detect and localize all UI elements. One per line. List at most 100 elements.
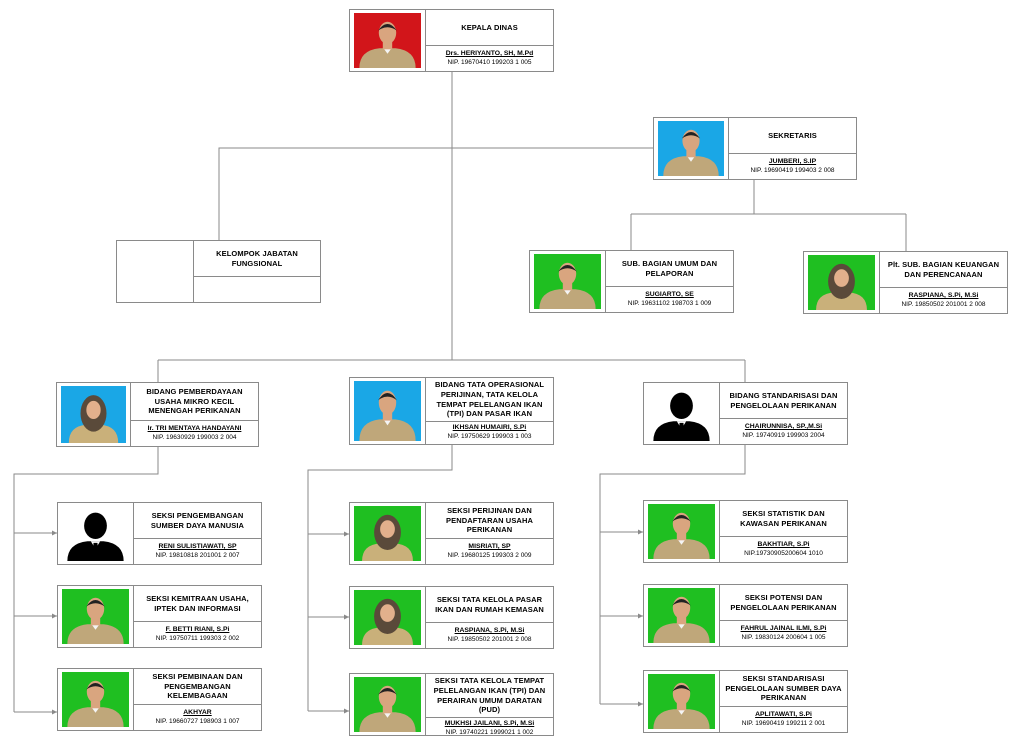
silhouette-portrait-icon [62,506,129,561]
seksi-sdm-name: RENI SULISTIAWATI, SP [158,542,237,550]
sub-bagian-umum-box[interactable]: SUB. BAGIAN UMUM DAN PELAPORAN SUGIARTO,… [529,250,734,313]
seksi-pasar-ikan-name: RASPIANA, S.Pi, M.Si [454,626,525,634]
official-portrait-icon [354,381,421,441]
bidang-standarisasi-box[interactable]: BIDANG STANDARISASI DAN PENGELOLAAN PERI… [643,382,848,445]
bidang-tata-operasional-name: IKHSAN HUMAIRI, S.Pi [452,424,527,432]
connector-fungsional [218,147,452,240]
official-portrait-icon [354,677,421,732]
seksi-pasar-ikan-box[interactable]: SEKSI TATA KELOLA PASAR IKAN DAN RUMAH K… [349,586,554,649]
seksi-standarisasi-box[interactable]: SEKSI STANDARISASI PENGELOLAAN SUMBER DA… [643,670,848,733]
bidang-pemberdayaan-nip: NIP. 19630929 199003 2 004 [152,433,237,441]
fungsional-photo-placeholder [117,241,194,302]
seksi-potensi-name: FAHRUL JAINAL ILMI, S.Pi [740,624,827,632]
seksi-tpi-title: SEKSI TATA KELOLA TEMPAT PELELANGAN IKAN… [426,674,553,718]
seksi-standarisasi-nip: NIP. 19690419 199211 2 001 [741,719,826,727]
seksi-pembinaan-title: SEKSI PEMBINAAN DAN PENGEMBANGAN KELEMBA… [134,669,261,705]
fungsional-meta-empty [194,277,320,302]
fungsional-box[interactable]: KELOMPOK JABATAN FUNGSIONAL [116,240,321,303]
sub-bagian-keuangan-name: RASPIANA, S.Pi, M.Si [908,291,979,299]
silhouette-portrait-icon [648,386,715,441]
hijab-portrait-icon [808,255,875,310]
hijab-portrait-icon [354,506,421,561]
bidang-tata-operasional-nip: NIP. 19750629 199903 1 003 [447,433,532,441]
seksi-potensi-nip: NIP. 19830124 200604 1 005 [741,633,826,641]
seksi-perijinan-nip: NIP. 19680125 199303 2 009 [447,551,532,559]
bidang-standarisasi-photo [644,383,720,444]
sub-bagian-umum-name: SUGIARTO, SE [645,290,694,298]
seksi-sdm-photo [58,503,134,564]
connector-bidang2-seksi [307,445,453,711]
connector-bidang3-seksi [599,445,746,704]
sub-bagian-keuangan-photo [804,252,880,313]
sub-bagian-keuangan-title: Plt. SUB. BAGIAN KEUANGAN DAN PERENCANAA… [880,252,1007,288]
hijab-portrait-icon [354,590,421,645]
seksi-tpi-photo [350,674,426,735]
seksi-standarisasi-name: APLITAWATI, S.Pi [755,710,812,718]
seksi-pembinaan-name: AKHYAR [183,708,212,716]
bidang-standarisasi-name: CHAIRUNNISA, SP.,M.Si [744,422,823,430]
seksi-perijinan-photo [350,503,426,564]
seksi-kemitraan-photo [58,586,134,647]
seksi-perijinan-name: MISRIATI, SP [468,542,511,550]
seksi-statistik-name: BAKHTIAR, S.Pi [757,540,810,548]
bidang-pemberdayaan-title: BIDANG PEMBERDAYAAN USAHA MIKRO KECIL ME… [131,383,258,421]
seksi-potensi-photo [644,585,720,646]
official-portrait-icon [648,674,715,729]
seksi-pasar-ikan-nip: NIP. 19850502 201001 2 008 [447,635,532,643]
bidang-tata-operasional-box[interactable]: BIDANG TATA OPERASIONAL PERIJINAN, TATA … [349,377,554,445]
fungsional-title: KELOMPOK JABATAN FUNGSIONAL [194,241,320,277]
seksi-standarisasi-photo [644,671,720,732]
seksi-pembinaan-box[interactable]: SEKSI PEMBINAAN DAN PENGEMBANGAN KELEMBA… [57,668,262,731]
official-portrait-icon [658,121,724,176]
sub-bagian-keuangan-box[interactable]: Plt. SUB. BAGIAN KEUANGAN DAN PERENCANAA… [803,251,1008,314]
seksi-potensi-box[interactable]: SEKSI POTENSI DAN PENGELOLAAN PERIKANAN … [643,584,848,647]
kepala-dinas-name: Drs. HERIYANTO, SH, M.Pd [445,49,534,57]
official-portrait-icon [648,504,715,559]
sub-bagian-keuangan-nip: NIP. 19850502 201001 2 008 [901,300,986,308]
sub-bagian-umum-title: SUB. BAGIAN UMUM DAN PELAPORAN [606,251,733,287]
sekretaris-title: SEKRETARIS [729,118,856,154]
seksi-kemitraan-nip: NIP. 19750711 199303 2 002 [155,634,240,642]
bidang-pemberdayaan-name: Ir. TRI MENTAYA HANDAYANI [147,424,242,432]
seksi-statistik-title: SEKSI STATISTIK DAN KAWASAN PERIKANAN [720,501,847,537]
seksi-sdm-box[interactable]: SEKSI PENGEMBANGAN SUMBER DAYA MANUSIA R… [57,502,262,565]
seksi-sdm-title: SEKSI PENGEMBANGAN SUMBER DAYA MANUSIA [134,503,261,539]
kepala-dinas-title: KEPALA DINAS [426,10,553,46]
seksi-kemitraan-box[interactable]: SEKSI KEMITRAAN USAHA, IPTEK DAN INFORMA… [57,585,262,648]
seksi-standarisasi-title: SEKSI STANDARISASI PENGELOLAAN SUMBER DA… [720,671,847,707]
bidang-pemberdayaan-box[interactable]: BIDANG PEMBERDAYAAN USAHA MIKRO KECIL ME… [56,382,259,447]
sekretaris-photo [654,118,729,179]
sub-bagian-umum-photo [530,251,606,312]
official-portrait-icon [62,672,129,727]
seksi-perijinan-box[interactable]: SEKSI PERIJINAN DAN PENDAFTARAN USAHA PE… [349,502,554,565]
seksi-kemitraan-name: F. BETTI RIANI, S.Pi [165,625,230,633]
kepala-dinas-nip: NIP. 19670410 199203 1 005 [447,58,532,66]
connector-bidang1-seksi [13,447,159,712]
seksi-sdm-nip: NIP. 19810818 201001 2 007 [155,551,240,559]
sub-bagian-umum-nip: NIP. 19631102 198703 1 009 [627,299,712,307]
seksi-perijinan-title: SEKSI PERIJINAN DAN PENDAFTARAN USAHA PE… [426,503,553,539]
official-portrait-icon [648,588,715,643]
official-portrait-icon [534,254,601,309]
seksi-pembinaan-nip: NIP. 19660727 198903 1 007 [155,717,240,725]
bidang-pemberdayaan-photo [57,383,131,446]
sekretaris-nip: NIP. 19690419 199403 2 008 [750,166,835,174]
official-portrait-icon [354,13,421,68]
seksi-pembinaan-photo [58,669,134,730]
hijab-portrait-icon [61,386,126,443]
sekretaris-name: JUMBERI, S.IP [768,157,817,165]
bidang-standarisasi-title: BIDANG STANDARISASI DAN PENGELOLAAN PERI… [720,383,847,419]
kepala-dinas-photo [350,10,426,71]
seksi-statistik-nip: NIP.19730905200604 1010 [744,549,823,557]
seksi-statistik-box[interactable]: SEKSI STATISTIK DAN KAWASAN PERIKANAN BA… [643,500,848,563]
seksi-tpi-box[interactable]: SEKSI TATA KELOLA TEMPAT PELELANGAN IKAN… [349,673,554,736]
seksi-kemitraan-title: SEKSI KEMITRAAN USAHA, IPTEK DAN INFORMA… [134,586,261,622]
bidang-tata-operasional-photo [350,378,426,444]
seksi-tpi-name: MUKHSI JAILANI, S.Pi, M.Si [444,720,535,727]
bidang-tata-operasional-title: BIDANG TATA OPERASIONAL PERIJINAN, TATA … [426,378,553,422]
seksi-potensi-title: SEKSI POTENSI DAN PENGELOLAAN PERIKANAN [720,585,847,621]
